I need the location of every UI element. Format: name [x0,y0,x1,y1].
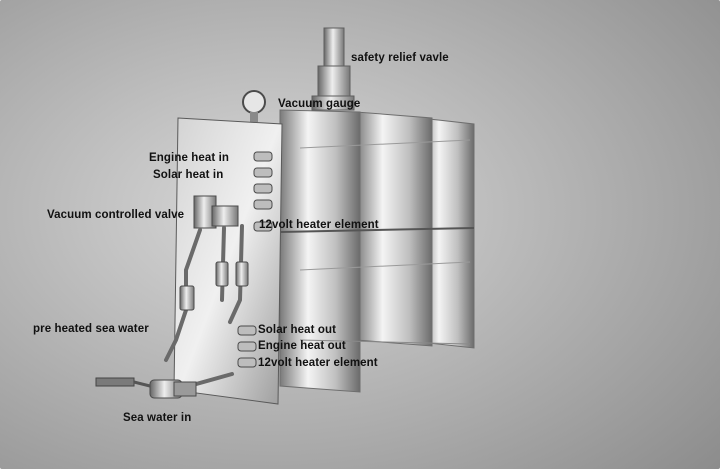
heater-element-bottom-label: 12volt heater element [258,357,378,369]
safety-relief-valve-label: safety relief vavle [351,52,449,64]
solar-heat-out-label: Solar heat out [258,324,337,336]
engine-heat-in-label: Engine heat in [149,152,229,164]
pre-heated-sea-water-label: pre heated sea water [33,323,149,335]
sea-water-in-label: Sea water in [123,412,192,424]
vacuum-controlled-valve-label: Vacuum controlled valve [47,209,185,221]
vacuum-gauge-label: Vacuum gauge [278,98,361,110]
solar-heat-in-label: Solar heat in [153,169,224,181]
heater-element-top-label: 12volt heater element [259,219,379,231]
engine-heat-out-label: Engine heat out [258,340,346,352]
